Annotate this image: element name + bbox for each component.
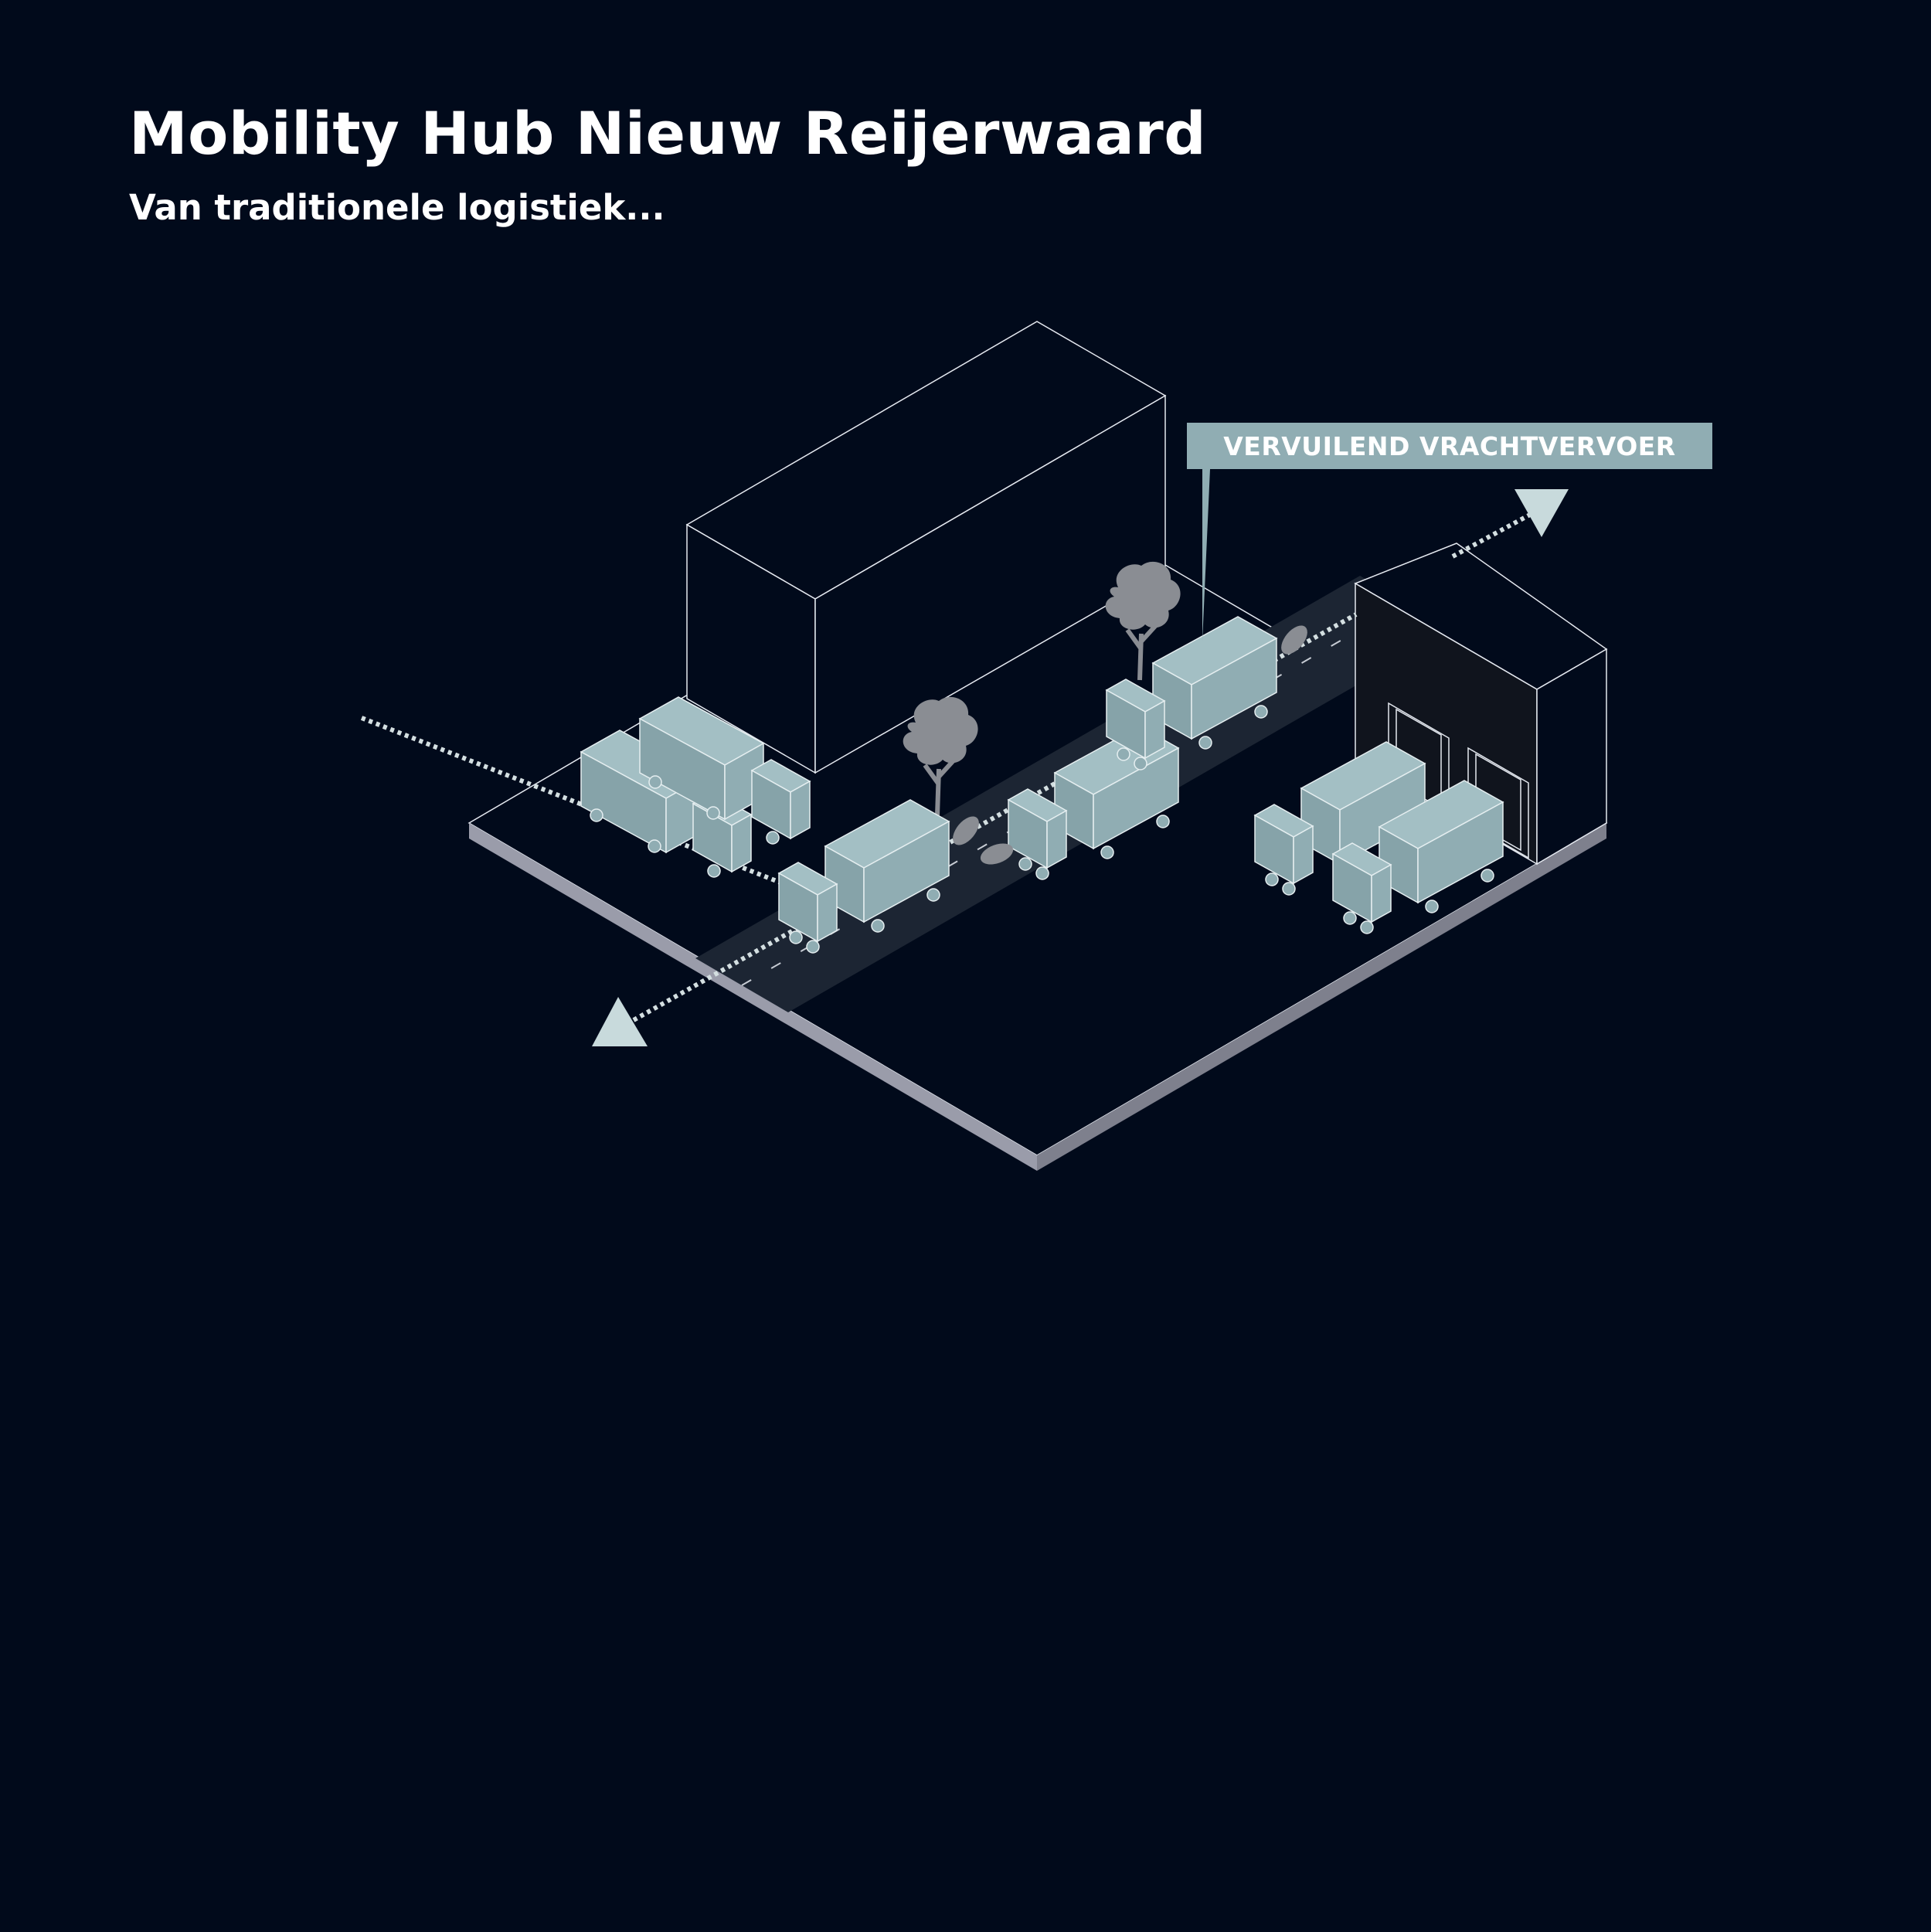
callout-text: VERVUILEND VRACHTVERVOER (1223, 430, 1676, 461)
page-title: Mobility Hub Nieuw Reijerwaard (129, 99, 1207, 168)
page-subtitle: Van traditionele logistiek... (129, 187, 665, 228)
callout-label: VERVUILEND VRACHTVERVOER (1187, 423, 1712, 469)
warehouse (1354, 543, 1608, 866)
decorative-leaves (953, 625, 1307, 865)
office-building (685, 321, 1167, 774)
callout-pointer (1202, 469, 1210, 641)
